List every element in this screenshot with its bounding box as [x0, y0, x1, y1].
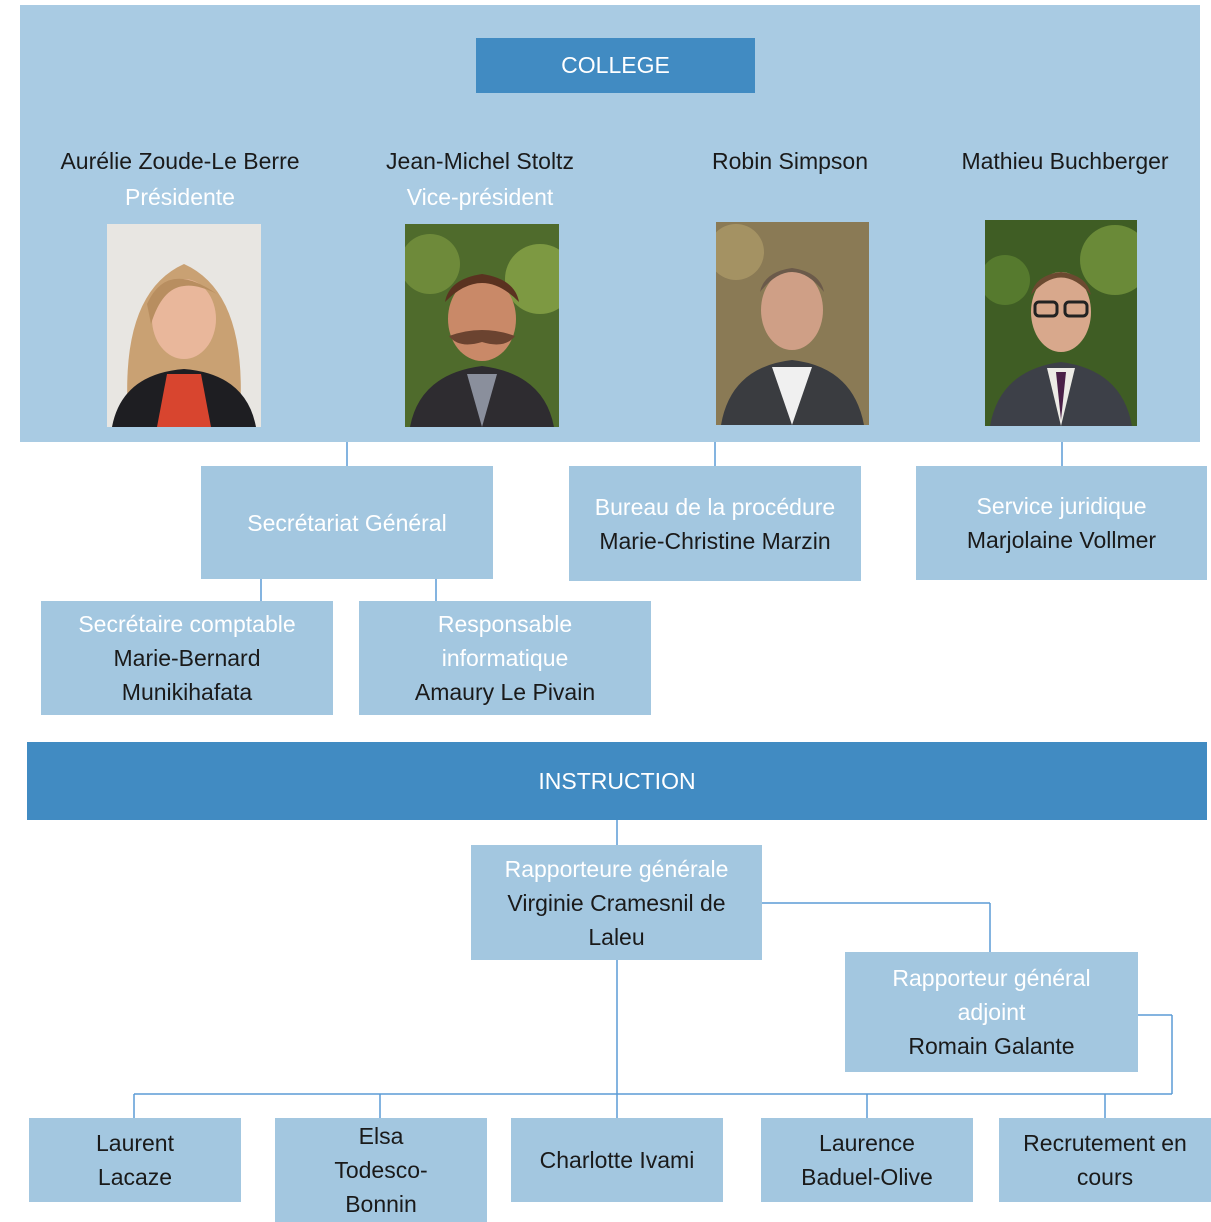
- staff-name: Charlotte Ivami: [539, 1147, 695, 1173]
- box-role: Service juridique: [976, 493, 1147, 519]
- staff-name: Laurence Baduel-Olive: [801, 1130, 933, 1190]
- member-vice-president: Jean-Michel Stoltz Vice-président: [340, 143, 620, 215]
- member-mathieu-buchberger: Mathieu Buchberger: [925, 143, 1205, 179]
- box-person: Romain Galante: [908, 1033, 1075, 1059]
- box-service-juridique: Service juridique Marjolaine Vollmer: [916, 466, 1207, 580]
- box-bureau-procedure: Bureau de la procédure Marie-Christine M…: [569, 466, 861, 581]
- box-person: Amaury Le Pivain: [414, 679, 596, 705]
- instruction-title: INSTRUCTION: [27, 742, 1207, 820]
- photo-presidente: [107, 224, 261, 427]
- box-person: Virginie Cramesnil de Laleu: [507, 889, 726, 950]
- staff-box: Laurent Lacaze: [29, 1118, 241, 1202]
- box-title: Secrétariat Général: [247, 509, 447, 536]
- staff-name: Laurent Lacaze: [95, 1130, 174, 1190]
- staff-name: Elsa Todesco-Bonnin: [334, 1123, 428, 1217]
- box-person: Marie-Bernard Munikihafata: [113, 645, 261, 705]
- box-person: Marjolaine Vollmer: [966, 527, 1157, 553]
- member-presidente: Aurélie Zoude-Le Berre Présidente: [40, 143, 320, 215]
- member-name: Robin Simpson: [712, 148, 868, 174]
- box-role: Responsable informatique: [437, 611, 573, 671]
- box-role: Rapporteur général adjoint: [892, 965, 1091, 1025]
- staff-box: Recrutement en cours: [999, 1118, 1211, 1202]
- photo-mathieu-buchberger: [985, 220, 1137, 426]
- box-role: Rapporteure générale: [504, 855, 729, 882]
- college-title: COLLEGE: [476, 38, 755, 93]
- staff-box: Charlotte Ivami: [511, 1118, 723, 1202]
- member-name: Mathieu Buchberger: [961, 148, 1169, 174]
- staff-box: Laurence Baduel-Olive: [761, 1118, 973, 1202]
- staff-name: Recrutement en cours: [1023, 1130, 1187, 1190]
- box-person: Marie-Christine Marzin: [599, 527, 831, 554]
- photo-vice-president: [405, 224, 559, 427]
- box-role: Bureau de la procédure: [594, 493, 836, 520]
- photo-robin-simpson: [716, 222, 869, 425]
- member-robin-simpson: Robin Simpson: [650, 143, 930, 179]
- member-name: Jean-Michel Stoltz: [386, 148, 574, 174]
- member-role: Présidente: [125, 184, 235, 210]
- member-name: Aurélie Zoude-Le Berre: [60, 148, 300, 174]
- box-role: Secrétaire comptable: [78, 611, 296, 637]
- box-responsable-informatique: Responsable informatique Amaury Le Pivai…: [359, 601, 651, 715]
- staff-box: Elsa Todesco-Bonnin: [275, 1118, 487, 1222]
- box-secretariat-general: Secrétariat Général: [201, 466, 493, 579]
- box-rapporteure-generale: Rapporteure générale Virginie Cramesnil …: [471, 845, 762, 960]
- box-rapporteur-adjoint: Rapporteur général adjoint Romain Galant…: [845, 952, 1138, 1072]
- member-role: Vice-président: [406, 184, 554, 210]
- box-secretaire-comptable: Secrétaire comptable Marie-Bernard Munik…: [41, 601, 333, 715]
